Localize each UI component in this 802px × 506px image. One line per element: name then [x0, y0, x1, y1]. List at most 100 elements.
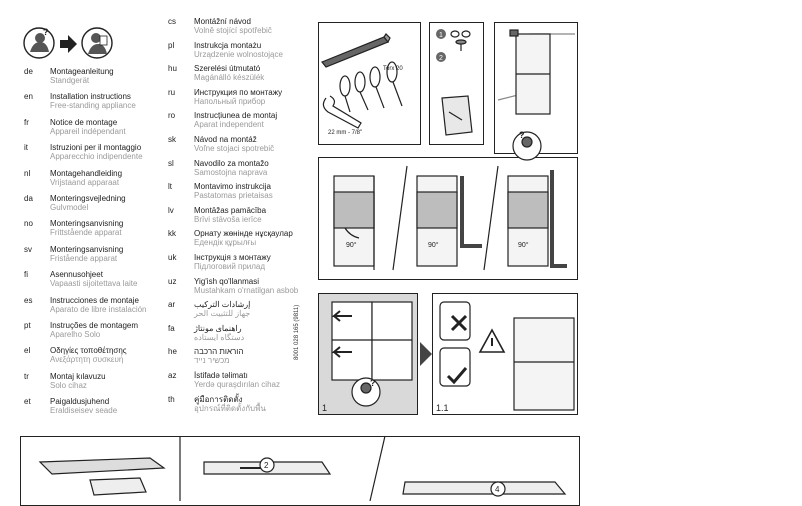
svg-text:4: 4	[495, 485, 500, 494]
appliance-type: Mustahkam o'rnatilgan asbob	[194, 285, 299, 295]
instruction-title: Instruções de montagem	[50, 321, 139, 330]
door-clearance-illustration: 90° 90° 90°	[333, 165, 567, 271]
language-code: sv	[24, 244, 32, 254]
appliance-type: Pastatomas prietaisas	[194, 191, 273, 201]
svg-text:2: 2	[439, 55, 443, 62]
wrench-icon	[322, 95, 362, 129]
svg-text:90°: 90°	[518, 241, 529, 249]
appliance-type: Aparat independent	[194, 120, 264, 130]
svg-text:90°: 90°	[428, 241, 439, 249]
instruction-title: คู่มือการติดตั้ง	[194, 394, 243, 404]
language-code: sk	[168, 135, 176, 144]
instruction-title: Інструкція з монтажу	[194, 253, 271, 262]
language-code: hu	[168, 64, 177, 74]
instruction-title: Szerelési útmutató	[194, 64, 261, 74]
step-1-badge	[436, 29, 446, 39]
instruction-title: Montageanleitung	[50, 67, 114, 76]
language-code: no	[24, 219, 33, 229]
language-code: uz	[168, 276, 177, 286]
instruction-title: Montagehandleiding	[50, 168, 123, 178]
instruction-title: Notice de montage	[50, 117, 118, 127]
instruction-title: Орнату жөнінде нұсқаулар	[194, 229, 293, 239]
language-code: pl	[168, 40, 175, 50]
instruction-title: Asennusohjeet	[50, 270, 103, 280]
washer-icon	[450, 30, 471, 51]
instruction-title: İstifadə təlimatı	[194, 371, 248, 380]
svg-text:?: ?	[43, 27, 49, 37]
language-code: az	[168, 371, 177, 380]
instruction-title: Monteringsanvisning	[50, 219, 124, 229]
cross-icon	[450, 314, 468, 332]
appliance-type: Apparecchio indipendente	[50, 152, 143, 162]
instruction-title: הוראות הרכבה	[194, 347, 244, 357]
arrow-right-icon	[60, 35, 77, 53]
appliance-type: Напольный прибор	[194, 96, 266, 106]
appliance-type: دستگاه ایستاده	[194, 332, 245, 342]
instruction-title: Monteringsanvisning	[50, 244, 124, 254]
instruction-title: Installation instructions	[50, 92, 131, 102]
appliance-type: Fristående apparat	[50, 253, 118, 263]
instruction-title: Montāžas pamācība	[194, 205, 267, 215]
language-code: fi	[24, 270, 28, 280]
drawer-removal-illustration: 2 4	[38, 435, 567, 501]
appliance-type: Vapaasti sijoitettava laite	[50, 279, 138, 289]
check-icon	[446, 367, 468, 385]
language-code: lt	[168, 182, 172, 192]
appliance-type: Едендік құрылғы	[194, 238, 257, 248]
arrow-right-icon	[420, 342, 432, 366]
instruction-title: راهنمای مونتاژ	[194, 323, 242, 333]
language-code: sl	[168, 158, 174, 168]
language-code: es	[24, 295, 33, 305]
svg-text:?: ?	[370, 378, 376, 388]
appliance-type: Solo cihaz	[50, 380, 87, 390]
appliance-type: جهاز للتثبيت الحر	[194, 309, 251, 319]
torx-label: Torx 20	[383, 66, 403, 72]
appliance-type: Magánálló készülék	[194, 73, 265, 83]
language-code: el	[24, 346, 31, 356]
appliance-type: Urządzenie wolnostojące	[194, 49, 283, 59]
instruction-title: Paigaldusjuhend	[50, 397, 110, 407]
language-code: da	[24, 194, 33, 203]
language-code: th	[168, 394, 175, 404]
language-code: ar	[168, 300, 176, 310]
language-code: de	[24, 67, 33, 76]
language-code: nl	[24, 168, 31, 178]
instruction-title: Instrucțiunea de montaj	[194, 111, 278, 121]
language-code: kk	[168, 229, 176, 239]
step-number-1: 1	[322, 403, 327, 413]
language-code: it	[24, 143, 28, 153]
instruction-title: Οδηγίες τοποθέτησης	[50, 346, 127, 356]
language-code: pt	[24, 321, 31, 330]
language-code: fr	[24, 117, 29, 127]
appliance-type: Ανεξάρτητη συσκευή	[50, 355, 124, 365]
appliance-type: Samostojna naprava	[194, 167, 268, 177]
instruction-title: Navodilo za montažo	[194, 158, 269, 168]
instruction-title: Instrucciones de montaje	[50, 295, 139, 305]
instruction-title: Montážní návod	[194, 17, 251, 26]
language-code: cs	[168, 17, 176, 26]
instruction-title: Инструкция по монтажу	[194, 87, 283, 97]
